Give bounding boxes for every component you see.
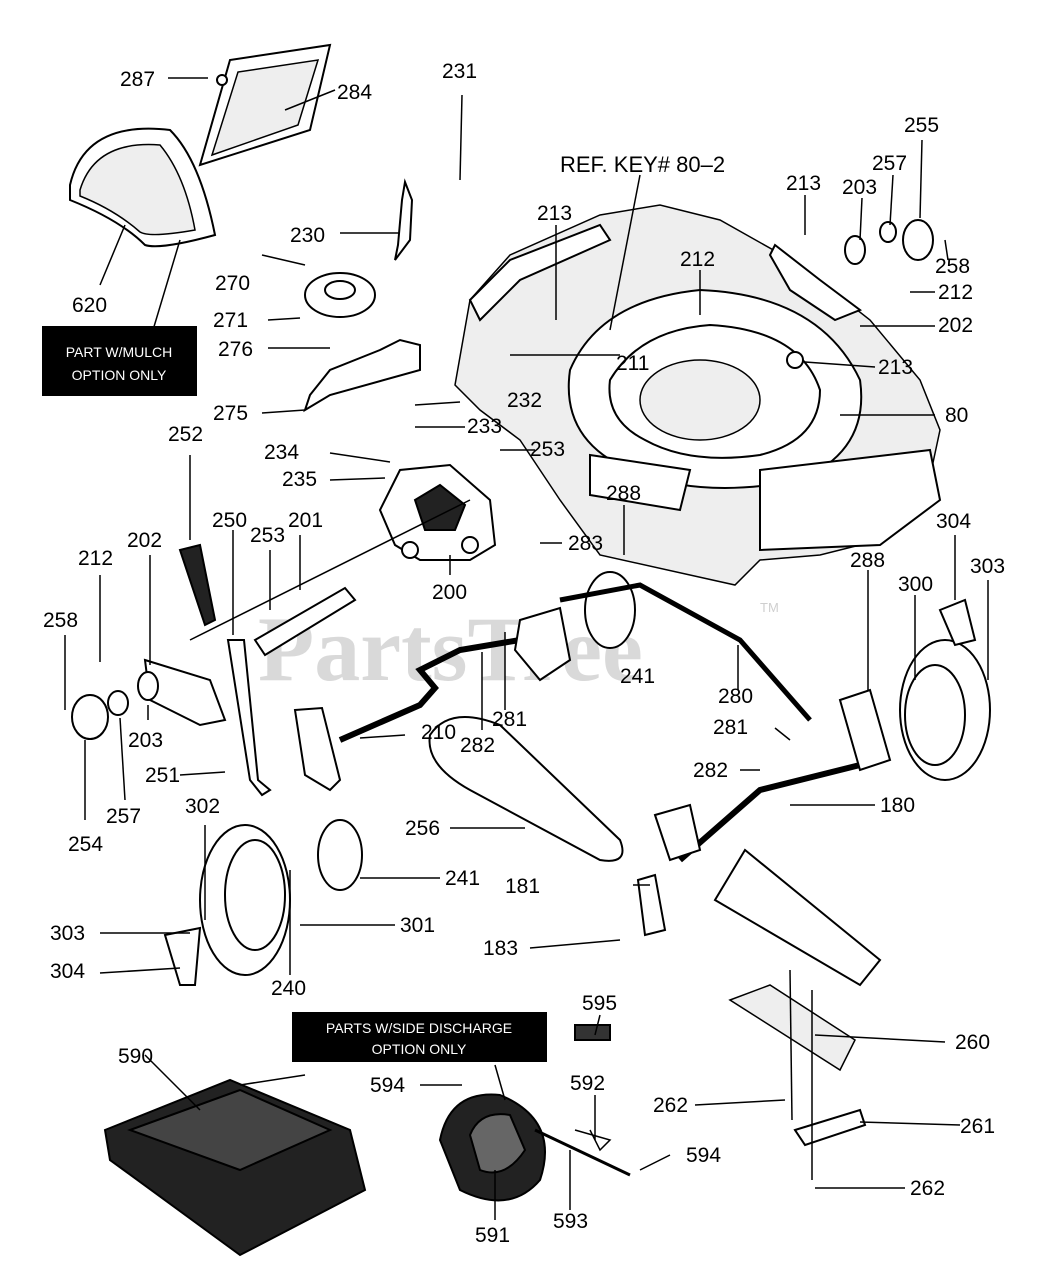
part-label-592: 592 (570, 1072, 605, 1095)
part-label-232: 232 (507, 389, 542, 412)
note-side-discharge: PARTS W/SIDE DISCHARGE OPTION ONLY (292, 1012, 547, 1062)
part-label-203-right: 203 (842, 176, 877, 199)
note-mulch: PART W/MULCH OPTION ONLY (42, 326, 197, 396)
part-label-304-right: 304 (936, 510, 971, 533)
part-label-252: 252 (168, 423, 203, 446)
left-wheel-assembly (71, 658, 342, 792)
part-label-181: 181 (505, 875, 540, 898)
part-label-213-right-top: 213 (786, 172, 821, 195)
part-label-250: 250 (212, 509, 247, 532)
part-label-270: 270 (215, 272, 250, 295)
part-label-80: 80 (945, 404, 968, 427)
part-label-258-right: 258 (935, 255, 970, 278)
part-label-253-left: 253 (250, 524, 285, 547)
watermark-trademark: TM (760, 600, 779, 615)
part-label-590: 590 (118, 1045, 153, 1068)
part-label-202-left: 202 (127, 529, 162, 552)
part-label-300: 300 (898, 573, 933, 596)
part-label-230: 230 (290, 224, 325, 247)
part-label-241-lower: 241 (445, 867, 480, 890)
note-mulch-line1: PART W/MULCH (66, 344, 173, 360)
part-label-261: 261 (960, 1115, 995, 1138)
part-label-255: 255 (904, 114, 939, 137)
mulch-plug (69, 127, 217, 248)
part-label-213-deck: 213 (537, 202, 572, 225)
note-mulch-line2: OPTION ONLY (72, 367, 167, 383)
part-label-213-right-bottom: 213 (878, 356, 913, 379)
part-label-620: 620 (72, 294, 107, 317)
part-label-275: 275 (213, 402, 248, 425)
part-label-281-right: 281 (713, 716, 748, 739)
drive-shaft (189, 499, 471, 657)
reference-key: REF. KEY# 80–2 (560, 152, 725, 177)
drive-belt (428, 716, 624, 862)
part-label-262-upper: 262 (653, 1094, 688, 1117)
part-label-303-right: 303 (970, 555, 1005, 578)
side-discharge-chute (103, 1078, 367, 1257)
part-label-234: 234 (264, 441, 299, 464)
drive-pulley-assembly (303, 178, 421, 413)
part-label-212-deck: 212 (680, 248, 715, 271)
part-label-591: 591 (475, 1224, 510, 1247)
leader-lines (64, 77, 989, 1220)
part-label-262-lower: 262 (910, 1177, 945, 1200)
part-label-593: 593 (553, 1210, 588, 1233)
part-label-260: 260 (955, 1031, 990, 1054)
part-label-271: 271 (213, 309, 248, 332)
part-label-280: 280 (718, 685, 753, 708)
front-wheel (163, 819, 363, 986)
part-label-283: 283 (568, 532, 603, 555)
right-wheel-hardware (768, 219, 934, 369)
part-label-240: 240 (271, 977, 306, 1000)
part-label-257-right: 257 (872, 152, 907, 175)
part-label-301: 301 (400, 914, 435, 937)
part-label-287: 287 (120, 68, 155, 91)
part-label-302: 302 (185, 795, 220, 818)
part-label-183: 183 (483, 937, 518, 960)
part-label-594-left: 594 (370, 1074, 405, 1097)
part-label-595: 595 (582, 992, 617, 1015)
part-label-304-left: 304 (50, 960, 85, 983)
part-label-251: 251 (145, 764, 180, 787)
part-label-282-right: 282 (693, 759, 728, 782)
part-label-201: 201 (288, 509, 323, 532)
part-label-282-left: 282 (460, 734, 495, 757)
discharge-door (438, 1024, 631, 1202)
part-label-257-left: 257 (106, 805, 141, 828)
part-label-258-left: 258 (43, 609, 78, 632)
part-label-200: 200 (432, 581, 467, 604)
part-label-241-upper: 241 (620, 665, 655, 688)
part-label-288-right: 288 (850, 549, 885, 572)
part-label-288-left: 288 (606, 482, 641, 505)
part-label-180: 180 (880, 794, 915, 817)
part-label-254: 254 (68, 833, 103, 856)
rear-wheel (838, 598, 991, 781)
transmission (378, 463, 497, 561)
part-label-233: 233 (467, 415, 502, 438)
part-label-281-left: 281 (492, 708, 527, 731)
rear-height-adjuster (513, 571, 881, 937)
part-label-210: 210 (421, 721, 456, 744)
part-label-303-left: 303 (50, 922, 85, 945)
part-labels: 287 284 231 620 230 270 271 276 275 252 … (43, 60, 1005, 1247)
part-label-212-left: 212 (78, 547, 113, 570)
note-side-discharge-line1: PARTS W/SIDE DISCHARGE (326, 1020, 512, 1036)
bottom-plates (713, 848, 882, 1180)
part-label-253-right: 253 (530, 438, 565, 461)
catcher-frame (198, 43, 332, 167)
part-label-594-right: 594 (686, 1144, 721, 1167)
note-side-discharge-line2: OPTION ONLY (372, 1041, 467, 1057)
front-axle (338, 637, 521, 743)
part-label-203-left: 203 (128, 729, 163, 752)
drive-lever (178, 543, 272, 797)
part-label-202-right: 202 (938, 314, 973, 337)
part-label-276: 276 (218, 338, 253, 361)
part-label-284: 284 (337, 81, 372, 104)
part-label-211: 211 (616, 352, 649, 375)
part-label-235: 235 (282, 468, 317, 491)
part-label-231: 231 (442, 60, 477, 83)
part-label-212-right: 212 (938, 281, 973, 304)
part-label-256: 256 (405, 817, 440, 840)
